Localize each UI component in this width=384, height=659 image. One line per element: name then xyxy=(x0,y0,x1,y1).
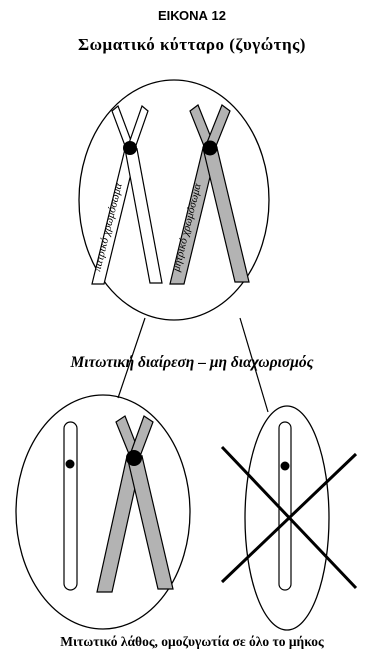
daughter-cell-left-outline xyxy=(16,395,190,629)
left-cell-single-chromosome xyxy=(64,422,77,590)
right-cell-single-chromosome xyxy=(279,422,291,590)
paternal-centromere xyxy=(123,141,137,155)
left-cell-maternal-chromosome xyxy=(97,416,173,592)
maternal-chromosome: μητρικό χρωμόσωμα xyxy=(170,105,249,284)
paternal-chromosome: πατρικό χρωμόσωμα xyxy=(91,106,162,284)
result-caption: Μιτωτικό λάθος, ομοζυγωτία σε όλο το μήκ… xyxy=(0,634,384,650)
mitosis-caption: Μιτωτική διαίρεση – μη διαχωρισμός xyxy=(0,354,384,372)
maternal-centromere xyxy=(203,141,218,156)
